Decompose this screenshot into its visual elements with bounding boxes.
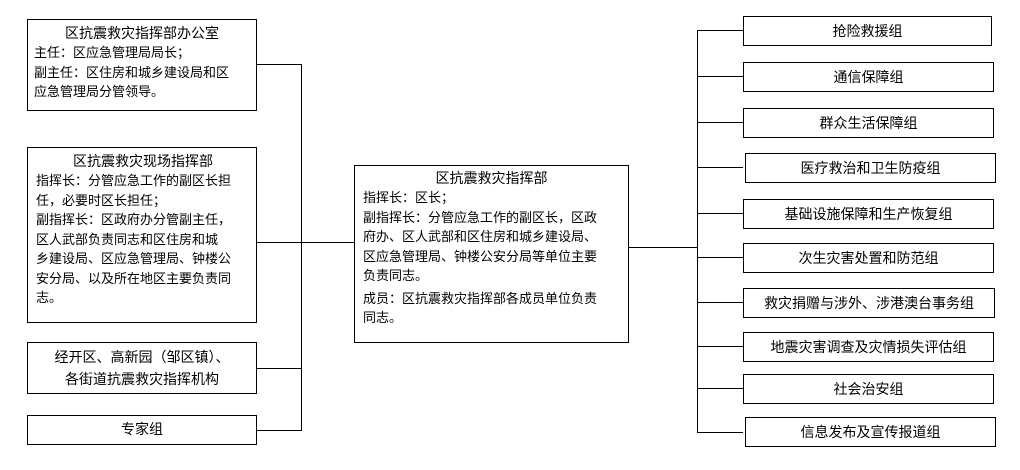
local-command-line: 经开区、高新园（邹区镇）、 — [54, 350, 230, 366]
field-command-line: 任，必要时区长担任； — [36, 193, 167, 209]
group-label: 抢险救援组 — [832, 24, 903, 40]
office-line: 主任：区应急管理局局长； — [34, 46, 191, 61]
experts-title: 专家组 — [121, 422, 163, 438]
connector-group — [697, 432, 743, 433]
connector-group — [697, 346, 743, 347]
headquarters-deputy-line: 副指挥长：分管应急工作的副区长，区政 — [363, 210, 598, 226]
field-command-line: 指挥长：分管应急工作的副区长担 — [36, 174, 232, 189]
group-box: 信息发布及宣传报道组 — [745, 417, 996, 447]
field-command-line: 乡建设局、区应急管理局、钟楼公 — [36, 252, 232, 267]
connector-group — [697, 30, 743, 31]
group-label: 基础设施保障和生产恢复组 — [784, 207, 953, 223]
connector-group — [697, 167, 743, 168]
headquarters-member-line: 成员：区抗震救灾指挥部各成员单位负责 — [363, 291, 598, 307]
office-line: 应急管理局分管领导。 — [34, 85, 165, 100]
connector-group — [697, 122, 743, 123]
group-box: 救灾捐赠与涉外、涉港澳台事务组 — [743, 288, 995, 318]
group-label: 医疗救治和卫生防疫组 — [800, 161, 941, 177]
group-box: 社会治安组 — [743, 374, 994, 404]
group-box: 群众生活保障组 — [743, 108, 994, 138]
headquarters-commander: 指挥长：区长； — [363, 191, 455, 206]
headquarters-deputy-line: 府办、区人武部和区住房和城乡建设局、 — [363, 230, 598, 245]
group-box: 通信保障组 — [743, 62, 994, 92]
group-box: 医疗救治和卫生防疫组 — [745, 153, 996, 183]
connector-local — [257, 368, 302, 369]
connector-field — [257, 242, 302, 243]
office-line: 副主任：区住房和城乡建设局和区 — [34, 65, 230, 81]
connector-bus-to-center — [301, 242, 354, 243]
connector-group — [697, 213, 743, 214]
field-command-line: 区人武部负责同志和区住房和城 — [36, 232, 219, 248]
connector-group — [697, 302, 743, 303]
group-label: 通信保障组 — [833, 70, 904, 86]
connector-group — [697, 257, 743, 258]
office-box: 区抗震救灾指挥部办公室 主任：区应急管理局局长； 副主任：区住房和城乡建设局和区… — [27, 19, 257, 111]
connector-experts — [257, 430, 302, 431]
headquarters-deputy-line: 区应急管理局、钟楼公安分局等单位主要 — [363, 249, 598, 265]
headquarters-box: 区抗震救灾指挥部 指挥长：区长； 副指挥长：分管应急工作的副区长，区政 府办、区… — [354, 165, 629, 343]
group-label: 群众生活保障组 — [819, 116, 918, 132]
group-box: 次生灾害处置和防范组 — [743, 243, 994, 273]
group-box: 地震灾害调查及灾情损失评估组 — [743, 332, 994, 362]
left-vertical-bus — [301, 64, 302, 431]
local-command-box: 经开区、高新园（邹区镇）、 各街道抗震救灾指挥机构 — [27, 342, 257, 394]
office-title: 区抗震救灾指挥部办公室 — [65, 26, 219, 42]
group-label: 救灾捐赠与涉外、涉港澳台事务组 — [764, 296, 974, 312]
group-label: 信息发布及宣传报道组 — [800, 425, 941, 441]
group-box: 基础设施保障和生产恢复组 — [743, 199, 994, 229]
field-command-title: 区抗震救灾现场指挥部 — [73, 154, 213, 170]
right-vertical-bus — [697, 30, 698, 432]
group-label: 社会治安组 — [833, 382, 904, 398]
field-command-line: 志。 — [36, 291, 63, 306]
headquarters-title: 区抗震救灾指挥部 — [435, 171, 548, 187]
experts-box: 专家组 — [27, 415, 257, 445]
headquarters-deputy-line: 负责同志。 — [363, 269, 429, 284]
group-box: 抢险救援组 — [743, 16, 992, 46]
field-command-line: 副指挥长：区政府办分管副主任， — [36, 213, 232, 228]
field-command-line: 安分局、以及所在地区主要负责同 — [36, 271, 232, 287]
group-label: 地震灾害调查及灾情损失评估组 — [770, 340, 967, 356]
field-command-box: 区抗震救灾现场指挥部 指挥长：分管应急工作的副区长担 任，必要时区长担任； 副指… — [27, 147, 257, 323]
headquarters-member-line: 同志。 — [363, 311, 403, 326]
connector-office — [257, 64, 302, 65]
connector-group — [697, 76, 743, 77]
local-command-line: 各街道抗震救灾指挥机构 — [65, 372, 219, 388]
connector-center-to-right — [629, 247, 698, 248]
connector-group — [697, 388, 743, 389]
group-label: 次生灾害处置和防范组 — [798, 251, 939, 267]
